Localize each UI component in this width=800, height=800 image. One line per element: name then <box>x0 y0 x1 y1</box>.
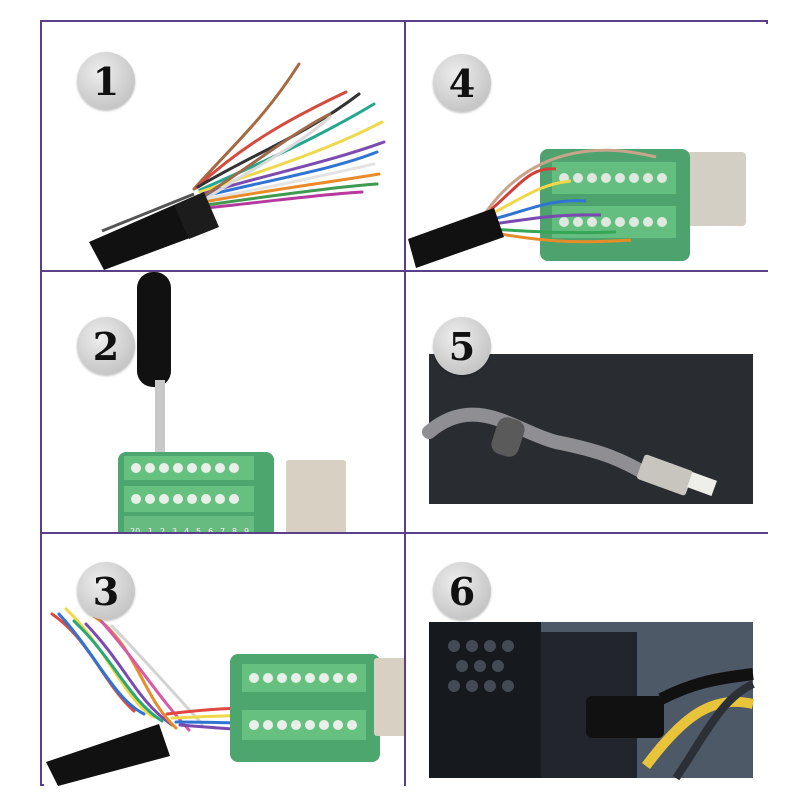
braided-cable <box>422 407 655 482</box>
pcb-label-5: 5 <box>196 527 201 532</box>
grid-divider-horizontal-2 <box>42 532 766 534</box>
screwdriver-shaft <box>155 380 165 506</box>
finished-cable-photo <box>422 354 753 504</box>
ferrite-bead <box>491 417 525 457</box>
partially-wired-adapter-photo <box>46 607 404 786</box>
hdmi-plug <box>374 658 404 736</box>
hdmi-plug-metal <box>684 152 746 226</box>
hdmi-connector-tip <box>687 472 717 496</box>
step-6-panel: 6 <box>406 534 768 786</box>
step-5-number: 5 <box>433 317 491 375</box>
step-6-number: 6 <box>433 562 491 620</box>
step-2-panel: 2 20 1 2 3 4 5 <box>44 272 404 532</box>
step-1-number: 1 <box>77 52 135 110</box>
grid-divider-horizontal-1 <box>42 270 766 272</box>
pcb-label-6: 6 <box>208 527 213 532</box>
step-2-number: 2 <box>77 317 135 375</box>
pcb-label-8: 8 <box>232 527 237 532</box>
step-3-number: 3 <box>77 562 135 620</box>
step-4-panel: 4 <box>406 24 768 270</box>
step-1-panel: 1 <box>44 24 404 270</box>
step-grid: 1 <box>40 20 768 786</box>
wired-adapter-photo <box>408 148 746 268</box>
pcb-label-3: 3 <box>172 527 177 532</box>
inserted-connector <box>586 696 664 738</box>
step-4-number: 4 <box>433 54 491 112</box>
pcb-label-4: 4 <box>184 527 189 532</box>
grid-divider-vertical <box>404 22 406 784</box>
pcb-label-7: 7 <box>220 527 225 532</box>
screwdriver-adapter-photo: 20 1 2 3 4 5 6 7 8 9 <box>118 272 346 532</box>
hdmi-connector-shell <box>636 454 694 496</box>
pcb-label-9: 9 <box>244 527 249 532</box>
stripped-cable-photo <box>89 62 386 270</box>
hdmi-plug <box>286 460 346 532</box>
step-5-panel: 5 <box>406 272 768 532</box>
step-3-panel: 3 <box>44 534 404 786</box>
screwdriver-handle <box>137 272 171 387</box>
pcb-label-2: 2 <box>160 527 165 532</box>
pcb-label-1: 1 <box>148 527 153 532</box>
pcb-label-20: 20 <box>130 527 140 532</box>
yellow-cable <box>641 696 755 769</box>
computer-connection-photo <box>429 622 755 781</box>
